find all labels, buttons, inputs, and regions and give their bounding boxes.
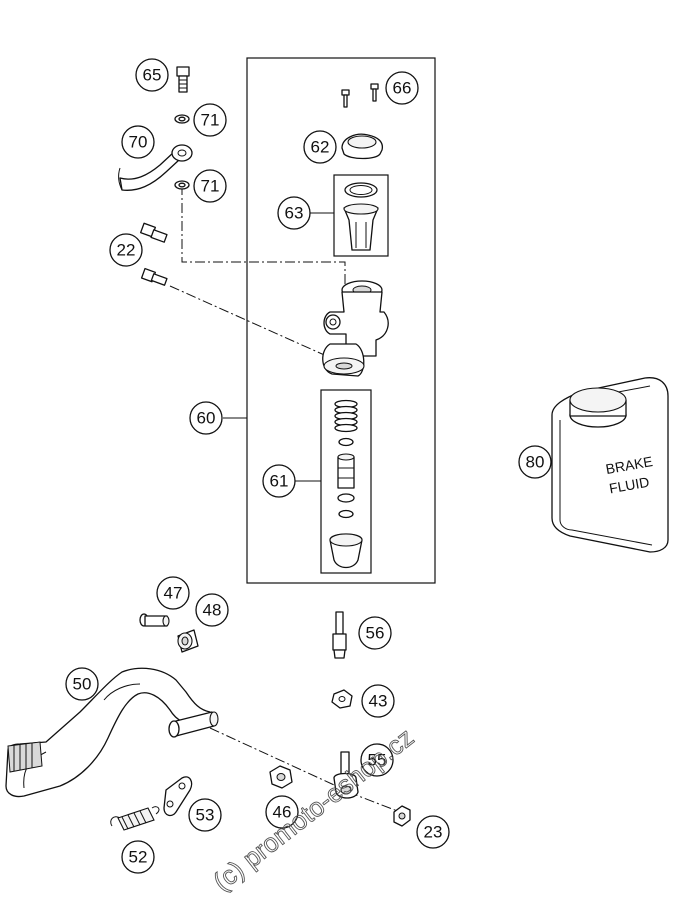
callout-70[interactable]: 70 xyxy=(121,125,155,159)
callout-53[interactable]: 53 xyxy=(188,798,222,832)
callout-22[interactable]: 22 xyxy=(109,233,143,267)
seal-ring-2 xyxy=(337,493,355,503)
brake-pedal-part xyxy=(5,667,219,798)
callout-43[interactable]: 43 xyxy=(361,684,395,718)
svg-text:80: 80 xyxy=(526,453,545,472)
callout-63[interactable]: 63 xyxy=(277,196,311,230)
piston-spring xyxy=(334,399,358,433)
callout-71-upper[interactable]: 71 xyxy=(193,103,227,137)
callout-80[interactable]: 80 xyxy=(518,445,552,479)
svg-text:43: 43 xyxy=(369,692,388,711)
callout-61[interactable]: 61 xyxy=(262,464,296,498)
bushing-part xyxy=(177,629,199,653)
hex-nut-part xyxy=(331,689,353,709)
svg-text:47: 47 xyxy=(164,584,183,603)
callout-47[interactable]: 47 xyxy=(156,576,190,610)
svg-text:23: 23 xyxy=(424,823,443,842)
svg-text:50: 50 xyxy=(73,675,92,694)
svg-text:53: 53 xyxy=(196,806,215,825)
seal-washer-upper-hole xyxy=(178,116,186,122)
spring-plate-part xyxy=(163,776,193,817)
callout-52[interactable]: 52 xyxy=(121,840,155,874)
return-spring-part xyxy=(110,806,160,831)
seal-ring-1 xyxy=(338,437,354,447)
svg-text:63: 63 xyxy=(285,204,304,223)
svg-text:70: 70 xyxy=(129,133,148,152)
svg-text:71: 71 xyxy=(201,111,220,130)
leader-lines xyxy=(223,212,334,482)
svg-text:71: 71 xyxy=(201,177,220,196)
callout-23[interactable]: 23 xyxy=(416,815,450,849)
push-rod-clevis-part xyxy=(333,751,359,799)
master-cylinder-assembly-frame xyxy=(246,57,436,584)
callout-60[interactable]: 60 xyxy=(189,401,223,435)
brake-hose-part xyxy=(118,144,193,191)
callout-56[interactable]: 56 xyxy=(358,616,392,650)
banjo-bolt-part xyxy=(176,66,190,93)
reservoir-part xyxy=(343,182,379,251)
svg-text:55: 55 xyxy=(368,751,387,770)
svg-text:66: 66 xyxy=(393,79,412,98)
bleeder-screw-part xyxy=(332,611,347,659)
svg-text:65: 65 xyxy=(143,66,162,85)
master-cylinder-body-part xyxy=(322,280,389,377)
seal-ring-3 xyxy=(338,509,354,519)
seal-washer-lower-hole xyxy=(178,182,186,188)
piston xyxy=(337,456,355,489)
svg-text:48: 48 xyxy=(203,601,222,620)
callout-48[interactable]: 48 xyxy=(195,593,229,627)
cover-screws-part xyxy=(341,83,379,108)
svg-text:22: 22 xyxy=(117,241,136,260)
svg-text:52: 52 xyxy=(129,848,148,867)
callout-46[interactable]: 46 xyxy=(265,795,299,829)
watermark: (c) promoto-eshop.cz xyxy=(207,722,419,897)
callout-50[interactable]: 50 xyxy=(65,667,99,701)
reservoir-kit-frame xyxy=(333,174,389,257)
svg-text:56: 56 xyxy=(366,624,385,643)
callout-65[interactable]: 65 xyxy=(135,58,169,92)
svg-text:60: 60 xyxy=(197,409,216,428)
svg-text:62: 62 xyxy=(311,138,330,157)
brake-fluid-bottle-part: BRAKE FLUID xyxy=(551,377,669,553)
pivot-pin-part xyxy=(139,613,170,627)
small-nut-part xyxy=(393,805,411,827)
reservoir-cover-part xyxy=(341,133,384,160)
mounting-bolt-lower-part xyxy=(140,267,168,286)
svg-text:61: 61 xyxy=(270,472,289,491)
piston-kit-part xyxy=(329,399,363,569)
bottle-label-line2: FLUID xyxy=(608,474,651,497)
callout-62[interactable]: 62 xyxy=(303,130,337,164)
callout-71-lower[interactable]: 71 xyxy=(193,169,227,203)
pedal-tread xyxy=(7,741,43,773)
callout-55[interactable]: 55 xyxy=(360,743,394,777)
svg-text:46: 46 xyxy=(273,803,292,822)
callout-66[interactable]: 66 xyxy=(385,71,419,105)
lock-nut-part xyxy=(269,765,293,789)
mounting-bolt-upper-part xyxy=(140,222,168,243)
